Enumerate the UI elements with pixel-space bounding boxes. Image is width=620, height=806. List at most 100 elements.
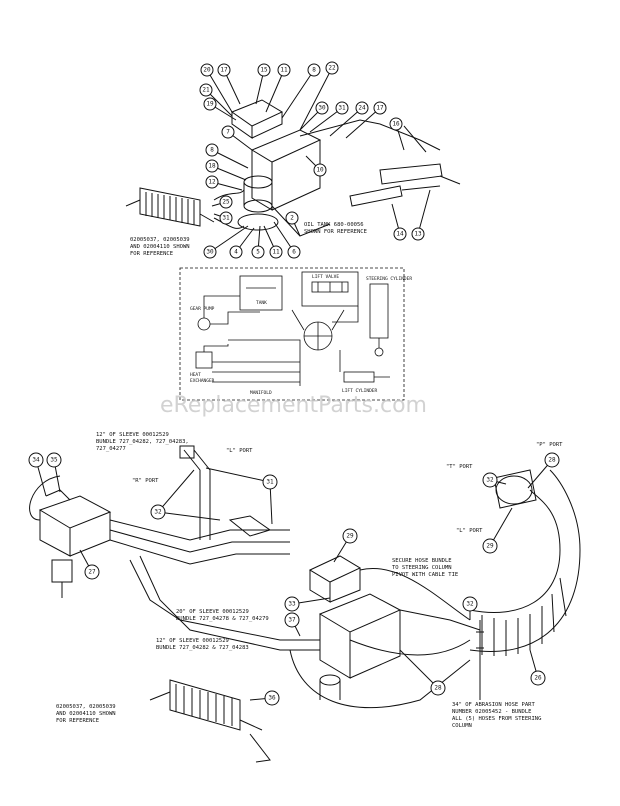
callout-32b: 32 xyxy=(462,596,478,612)
callout-34: 34 xyxy=(28,452,44,468)
bottom-callouts: 34 35 27 32 31 29 33 32 37 28 26 36 32 2… xyxy=(28,452,560,706)
callout-4: 4 xyxy=(229,245,243,259)
svg-text:BUNDLE 727_04282, 727_04283,: BUNDLE 727_04282, 727_04283, xyxy=(96,439,189,445)
callout-25: 25 xyxy=(219,195,233,209)
callout-12: 12 xyxy=(205,175,219,189)
callout-18: 18 xyxy=(205,159,219,173)
svg-text:OIL TANK 680-00056: OIL TANK 680-00056 xyxy=(304,222,364,228)
svg-text:6: 6 xyxy=(292,249,296,256)
svg-text:STEERING CYLINDER: STEERING CYLINDER xyxy=(366,276,412,282)
svg-text:AND 02004110 SHOWN: AND 02004110 SHOWN xyxy=(56,711,116,717)
svg-text:COLUMN: COLUMN xyxy=(452,723,472,729)
callout-14: 14 xyxy=(393,227,407,241)
callout-6: 6 xyxy=(287,245,301,259)
bottom-assembly-view xyxy=(29,445,581,763)
callout-20: 20 xyxy=(200,63,214,77)
svg-text:32: 32 xyxy=(486,477,494,484)
svg-text:14: 14 xyxy=(396,231,404,238)
svg-text:13: 13 xyxy=(414,231,422,238)
svg-text:30: 30 xyxy=(206,249,214,256)
svg-text:LIFT VALVE: LIFT VALVE xyxy=(312,274,339,280)
svg-text:35: 35 xyxy=(50,457,58,464)
svg-text:AND 02004110 SHOWN: AND 02004110 SHOWN xyxy=(130,244,190,250)
callout-27: 27 xyxy=(84,564,100,580)
svg-text:20: 20 xyxy=(203,67,211,74)
svg-text:29: 29 xyxy=(346,533,354,540)
svg-text:NUMBER 02005452 - BUNDLE: NUMBER 02005452 - BUNDLE xyxy=(452,709,531,715)
svg-text:12" OF SLEEVE 00012529: 12" OF SLEEVE 00012529 xyxy=(96,432,169,438)
svg-text:8: 8 xyxy=(210,147,214,154)
svg-text:TO STEERING COLUMN: TO STEERING COLUMN xyxy=(392,565,452,571)
svg-text:31: 31 xyxy=(222,215,230,222)
svg-text:17: 17 xyxy=(376,105,384,112)
callout-22: 22 xyxy=(325,61,339,75)
svg-text:10: 10 xyxy=(316,167,324,174)
svg-text:28: 28 xyxy=(548,457,556,464)
svg-text:727_04277: 727_04277 xyxy=(96,446,126,452)
callout-13: 13 xyxy=(411,227,425,241)
svg-text:24: 24 xyxy=(358,105,366,112)
svg-text:27: 27 xyxy=(88,569,96,576)
callout-33: 33 xyxy=(284,596,300,612)
svg-text:16: 16 xyxy=(392,121,400,128)
top-notes: OIL TANK 680-00056 SHOWN FOR REFERENCE 0… xyxy=(130,222,367,257)
svg-text:"L" PORT: "L" PORT xyxy=(456,528,483,534)
svg-text:LIFT CYLINDER: LIFT CYLINDER xyxy=(342,388,378,394)
callout-26: 26 xyxy=(530,670,546,686)
svg-text:17: 17 xyxy=(220,67,228,74)
callout-5: 5 xyxy=(251,245,265,259)
callout-8: 8 xyxy=(307,63,321,77)
callout-19: 19 xyxy=(203,97,217,111)
bottom-notes: 12" OF SLEEVE 00012529 BUNDLE 727_04282,… xyxy=(56,432,563,729)
svg-text:15: 15 xyxy=(260,67,268,74)
svg-text:GEAR PUMP: GEAR PUMP xyxy=(190,306,215,312)
top-callouts: 20 17 15 11 8 22 21 19 30 31 24 17 16 7 … xyxy=(199,61,425,259)
svg-text:36: 36 xyxy=(268,695,276,702)
callout-35: 35 xyxy=(46,452,62,468)
svg-text:31: 31 xyxy=(266,479,274,486)
callout-17b: 17 xyxy=(373,101,387,115)
callout-15: 15 xyxy=(257,63,271,77)
svg-text:11: 11 xyxy=(272,249,280,256)
callout-21: 21 xyxy=(199,83,213,97)
svg-text:02005037, 02005039: 02005037, 02005039 xyxy=(130,237,190,243)
callout-28: 28 xyxy=(430,680,446,696)
svg-text:12" OF SLEEVE 00012529: 12" OF SLEEVE 00012529 xyxy=(156,638,229,644)
svg-text:"R" PORT: "R" PORT xyxy=(132,478,159,484)
callout-10: 10 xyxy=(313,163,327,177)
svg-text:37: 37 xyxy=(288,617,296,624)
callout-16: 16 xyxy=(389,117,403,131)
svg-text:TANK: TANK xyxy=(256,300,267,306)
callout-36: 36 xyxy=(264,690,280,706)
svg-text:"P" PORT: "P" PORT xyxy=(536,442,563,448)
svg-text:2: 2 xyxy=(290,215,294,222)
svg-text:"L" PORT: "L" PORT xyxy=(226,448,253,454)
svg-text:8: 8 xyxy=(312,67,316,74)
svg-text:34: 34 xyxy=(32,457,40,464)
svg-text:33: 33 xyxy=(288,601,296,608)
svg-text:7: 7 xyxy=(226,129,230,136)
callout-32c: 32 xyxy=(482,472,498,488)
callout-31b: 31 xyxy=(219,211,233,225)
svg-text:BUNDLE 727_04282 & 727_04283: BUNDLE 727_04282 & 727_04283 xyxy=(156,645,249,651)
callout-7: 7 xyxy=(221,125,235,139)
svg-text:19: 19 xyxy=(206,101,214,108)
svg-text:02005037, 02005039: 02005037, 02005039 xyxy=(56,704,116,710)
svg-text:30: 30 xyxy=(318,105,326,112)
callout-11b: 11 xyxy=(269,245,283,259)
svg-text:32: 32 xyxy=(154,509,162,516)
top-exploded-view xyxy=(125,67,461,253)
svg-text:MANIFOLD: MANIFOLD xyxy=(250,390,272,396)
callout-30: 30 xyxy=(315,101,329,115)
callout-31: 31 xyxy=(335,101,349,115)
svg-text:34" OF ABRASION HOSE PART: 34" OF ABRASION HOSE PART xyxy=(452,702,535,708)
callout-29: 29 xyxy=(342,528,358,544)
svg-text:ALL (5) HOSES FROM STEERING: ALL (5) HOSES FROM STEERING xyxy=(452,716,541,722)
svg-text:PIVOT WITH CABLE TIE: PIVOT WITH CABLE TIE xyxy=(392,572,458,578)
svg-text:FOR REFERENCE: FOR REFERENCE xyxy=(56,718,99,724)
svg-text:26: 26 xyxy=(534,675,542,682)
svg-text:21: 21 xyxy=(202,87,210,94)
schematic-labels: GEAR PUMP HEAT EXCHANGER TANK LIFT VALVE… xyxy=(190,274,412,396)
callout-2: 2 xyxy=(285,211,299,225)
